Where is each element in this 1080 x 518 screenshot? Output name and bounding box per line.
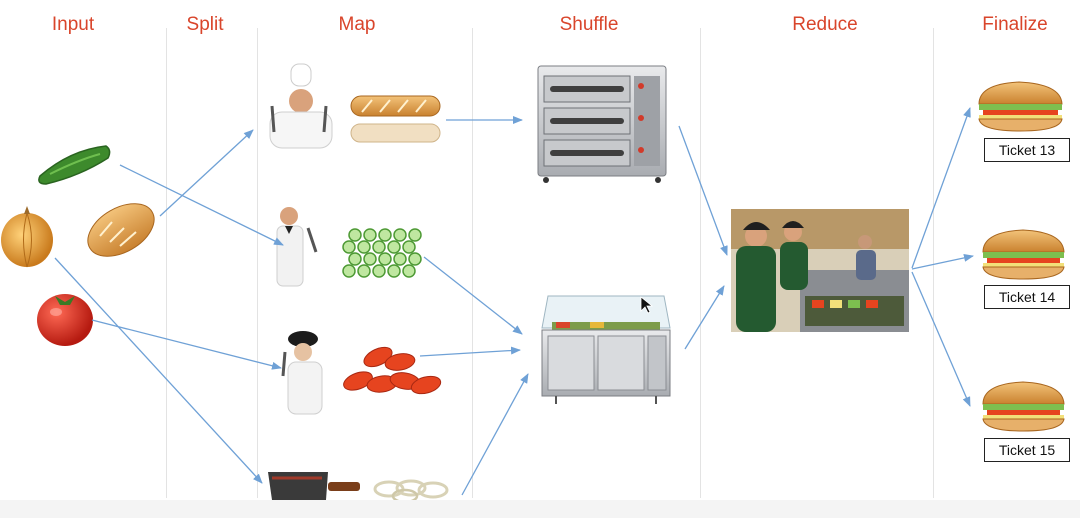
stage-header-split: Split [186, 14, 224, 35]
cucumber-icon [38, 145, 111, 185]
waiter-with-knives-icon [276, 207, 318, 287]
arrow-cucumber-to-shuffle [423, 256, 523, 335]
arrow-bread-to-map [159, 129, 254, 217]
stage-header-finalize: Finalize [982, 14, 1048, 35]
arrow-reduce-to-ticket-14 [911, 253, 974, 270]
onion-icon [1, 206, 53, 268]
chef-with-knives-icon [269, 63, 333, 149]
stage-header-reduce: Reduce [792, 14, 858, 35]
bread-roll-icon [87, 203, 155, 257]
ticket-15: Ticket 15 [984, 438, 1070, 462]
arrow-onion-to-shuffle [461, 373, 529, 496]
sandwich-shop-workers-photo [731, 209, 909, 332]
arrow-oven-to-reduce [678, 125, 728, 256]
ticket-13: Ticket 13 [984, 138, 1070, 162]
arrow-tomato-to-shuffle [419, 346, 521, 357]
sandwich-icon [978, 81, 1063, 132]
sandwich-icon [982, 229, 1065, 280]
mouse-cursor-icon [640, 296, 654, 314]
baguette-icon [350, 95, 441, 143]
arrow-reduce-to-ticket-13 [911, 107, 971, 269]
chef-woman-icon [281, 331, 323, 415]
column-divider [933, 28, 934, 498]
tomato-icon [37, 294, 93, 346]
column-divider [472, 28, 473, 498]
stage-header-shuffle: Shuffle [559, 14, 619, 35]
cleaver-knife-icon [268, 472, 360, 500]
stage-header-map: Map [338, 14, 376, 35]
sandwich-icon [982, 381, 1065, 432]
arrow-onion-to-map [54, 257, 263, 484]
cucumber-slices-icon [342, 228, 422, 278]
stage-header-input: Input [51, 14, 95, 35]
salad-prep-counter-icon [541, 295, 671, 404]
slide-bottom-bar [0, 500, 1080, 518]
arrow-counter-to-reduce [684, 285, 725, 350]
column-divider [166, 28, 167, 498]
arrow-cucumber-to-map [119, 164, 284, 246]
pizza-oven-icon [537, 65, 667, 183]
arrow-tomato-to-map [91, 319, 282, 370]
onion-rings-icon [373, 479, 449, 504]
arrow-reduce-to-ticket-15 [911, 271, 971, 407]
tomato-slices-icon [343, 346, 442, 395]
ticket-14: Ticket 14 [984, 285, 1070, 309]
column-divider [257, 28, 258, 498]
column-divider [700, 28, 701, 498]
